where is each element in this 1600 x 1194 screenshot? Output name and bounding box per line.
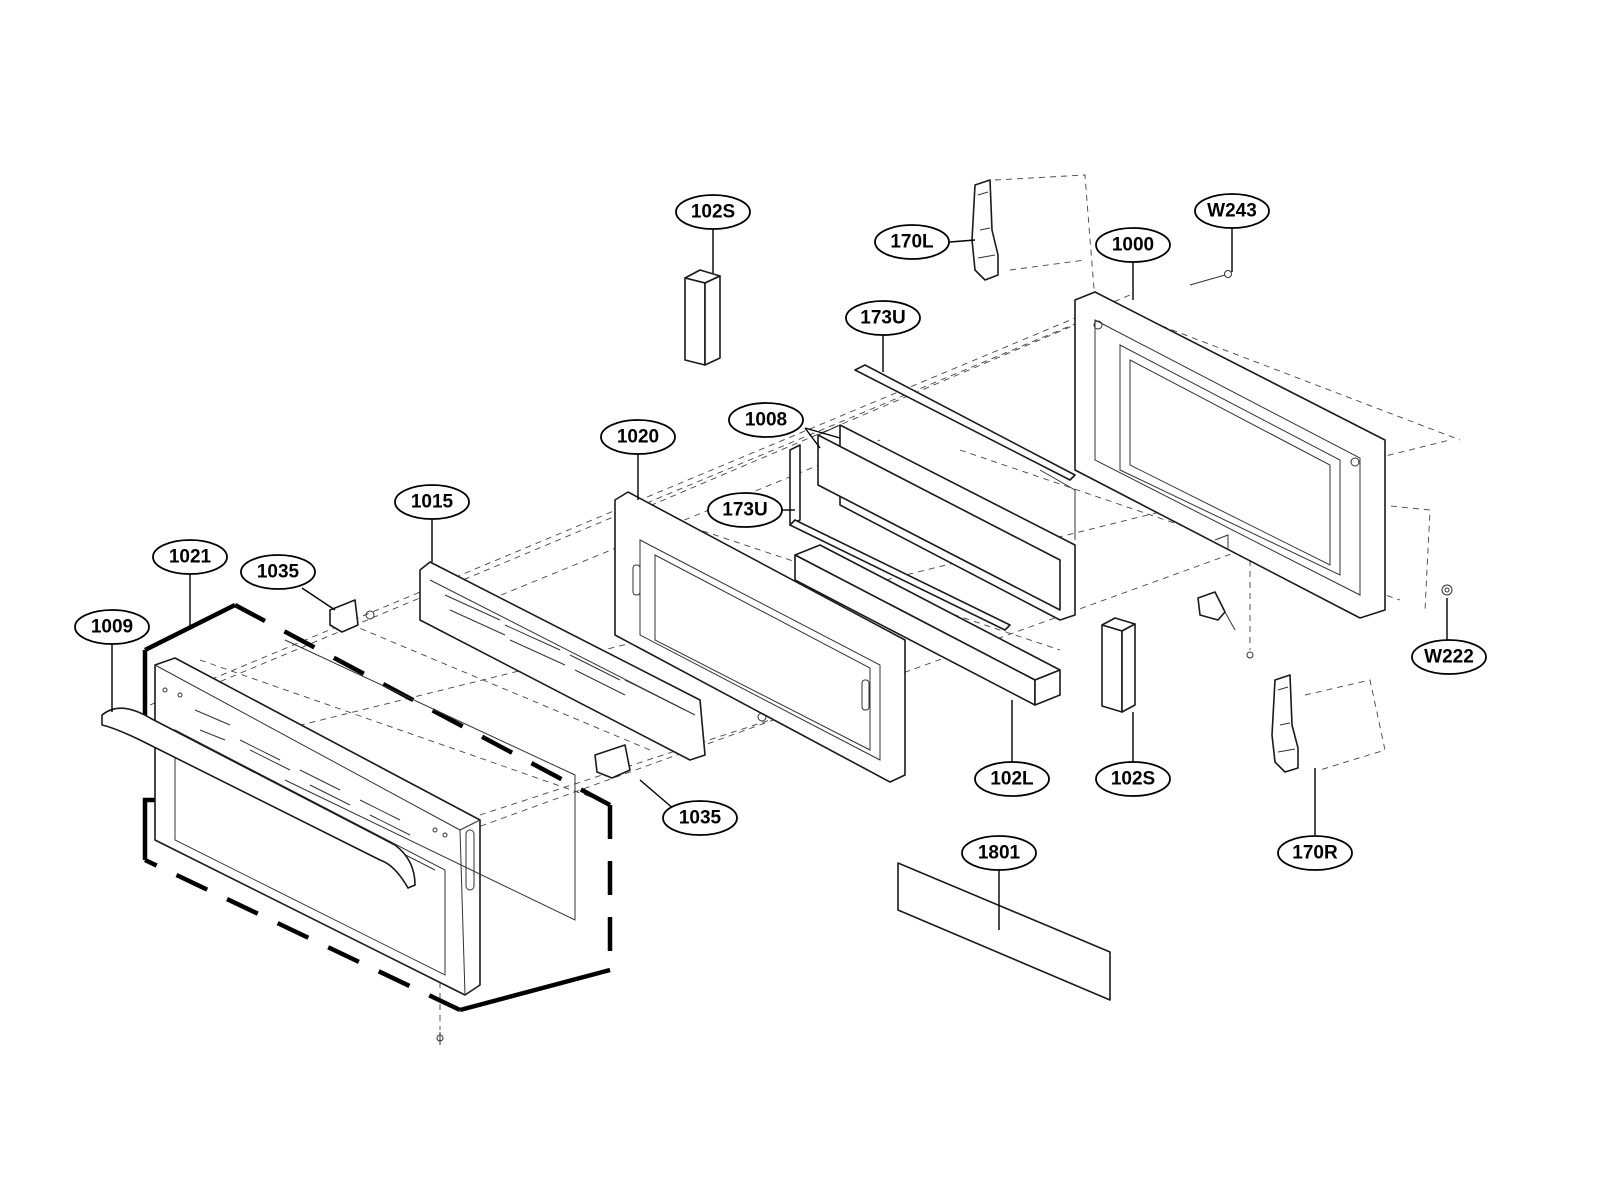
- part-173u-mid-strip: [789, 444, 1011, 631]
- callout-w243-label: W243: [1207, 201, 1257, 222]
- callout-1008-label: 1008: [745, 410, 787, 431]
- callout-1000-label: 1000: [1112, 235, 1154, 256]
- part-1009-handle: [101, 707, 416, 889]
- callout-102l-label: 102L: [990, 769, 1034, 790]
- callout-1021-label: 1021: [169, 547, 212, 568]
- part-1000-outer-door: [1074, 291, 1386, 619]
- callout-1015: 1015: [394, 484, 470, 520]
- part-1035-bracket-top: [329, 599, 375, 633]
- callout-1021: 1021: [152, 539, 228, 575]
- callout-170r: 170R: [1277, 835, 1353, 871]
- callout-1035-top: 1035: [240, 554, 316, 590]
- part-102s-top-block: [684, 269, 721, 366]
- part-1008-glass-panes: [817, 424, 1076, 621]
- part-102s-bottom-block: [1101, 617, 1136, 713]
- part-inner-glass: [284, 639, 576, 921]
- part-w243-screw: [1189, 270, 1232, 286]
- part-1801-label: [897, 862, 1111, 1001]
- callout-1035-top-label: 1035: [257, 562, 300, 583]
- callout-173u-top: 173U: [845, 300, 921, 336]
- callout-1020: 1020: [600, 419, 676, 455]
- part-173u-top-strip: [854, 364, 1076, 540]
- callout-1801-label: 1801: [978, 843, 1021, 864]
- callout-102s-bottom: 102S: [1095, 761, 1171, 797]
- callout-1801: 1801: [961, 835, 1037, 871]
- callout-1009: 1009: [74, 609, 150, 645]
- part-1020-inner-frame: [614, 491, 906, 783]
- callout-173u-top-label: 173U: [860, 308, 905, 329]
- callout-102s-bottom-label: 102S: [1111, 769, 1155, 790]
- part-170l-hinge: [971, 179, 999, 281]
- callout-1035-bottom: 1035: [662, 800, 738, 836]
- part-102l-insulation: [794, 544, 1061, 706]
- leader-lines: [111, 227, 1448, 930]
- callout-102s-top-label: 102S: [691, 202, 735, 223]
- callout-173u-mid-label: 173U: [722, 500, 767, 521]
- part-w222-screw: [1441, 584, 1453, 596]
- callout-w222: W222: [1411, 639, 1487, 675]
- callout-1020-label: 1020: [617, 427, 659, 448]
- callout-170l: 170L: [874, 224, 950, 260]
- callout-173u-mid: 173U: [707, 492, 783, 528]
- callout-1015-label: 1015: [411, 492, 454, 513]
- callout-1008: 1008: [728, 402, 804, 438]
- callout-102l: 102L: [974, 761, 1050, 797]
- callout-170l-label: 170L: [890, 232, 934, 253]
- part-bottom-screw: [436, 1032, 444, 1045]
- part-170r-hinge: [1271, 674, 1299, 773]
- callout-170r-label: 170R: [1292, 843, 1338, 864]
- callout-1035-bottom-label: 1035: [679, 808, 722, 829]
- part-1035-bracket-bottom: [594, 712, 767, 779]
- callout-1000: 1000: [1095, 227, 1171, 263]
- callout-1009-label: 1009: [91, 617, 133, 638]
- callout-w243: W243: [1194, 193, 1270, 229]
- part-1015-frame: [419, 561, 706, 761]
- callout-w222-label: W222: [1424, 647, 1474, 668]
- callout-102s-top: 102S: [675, 194, 751, 230]
- part-lower-bracket: [1197, 591, 1254, 659]
